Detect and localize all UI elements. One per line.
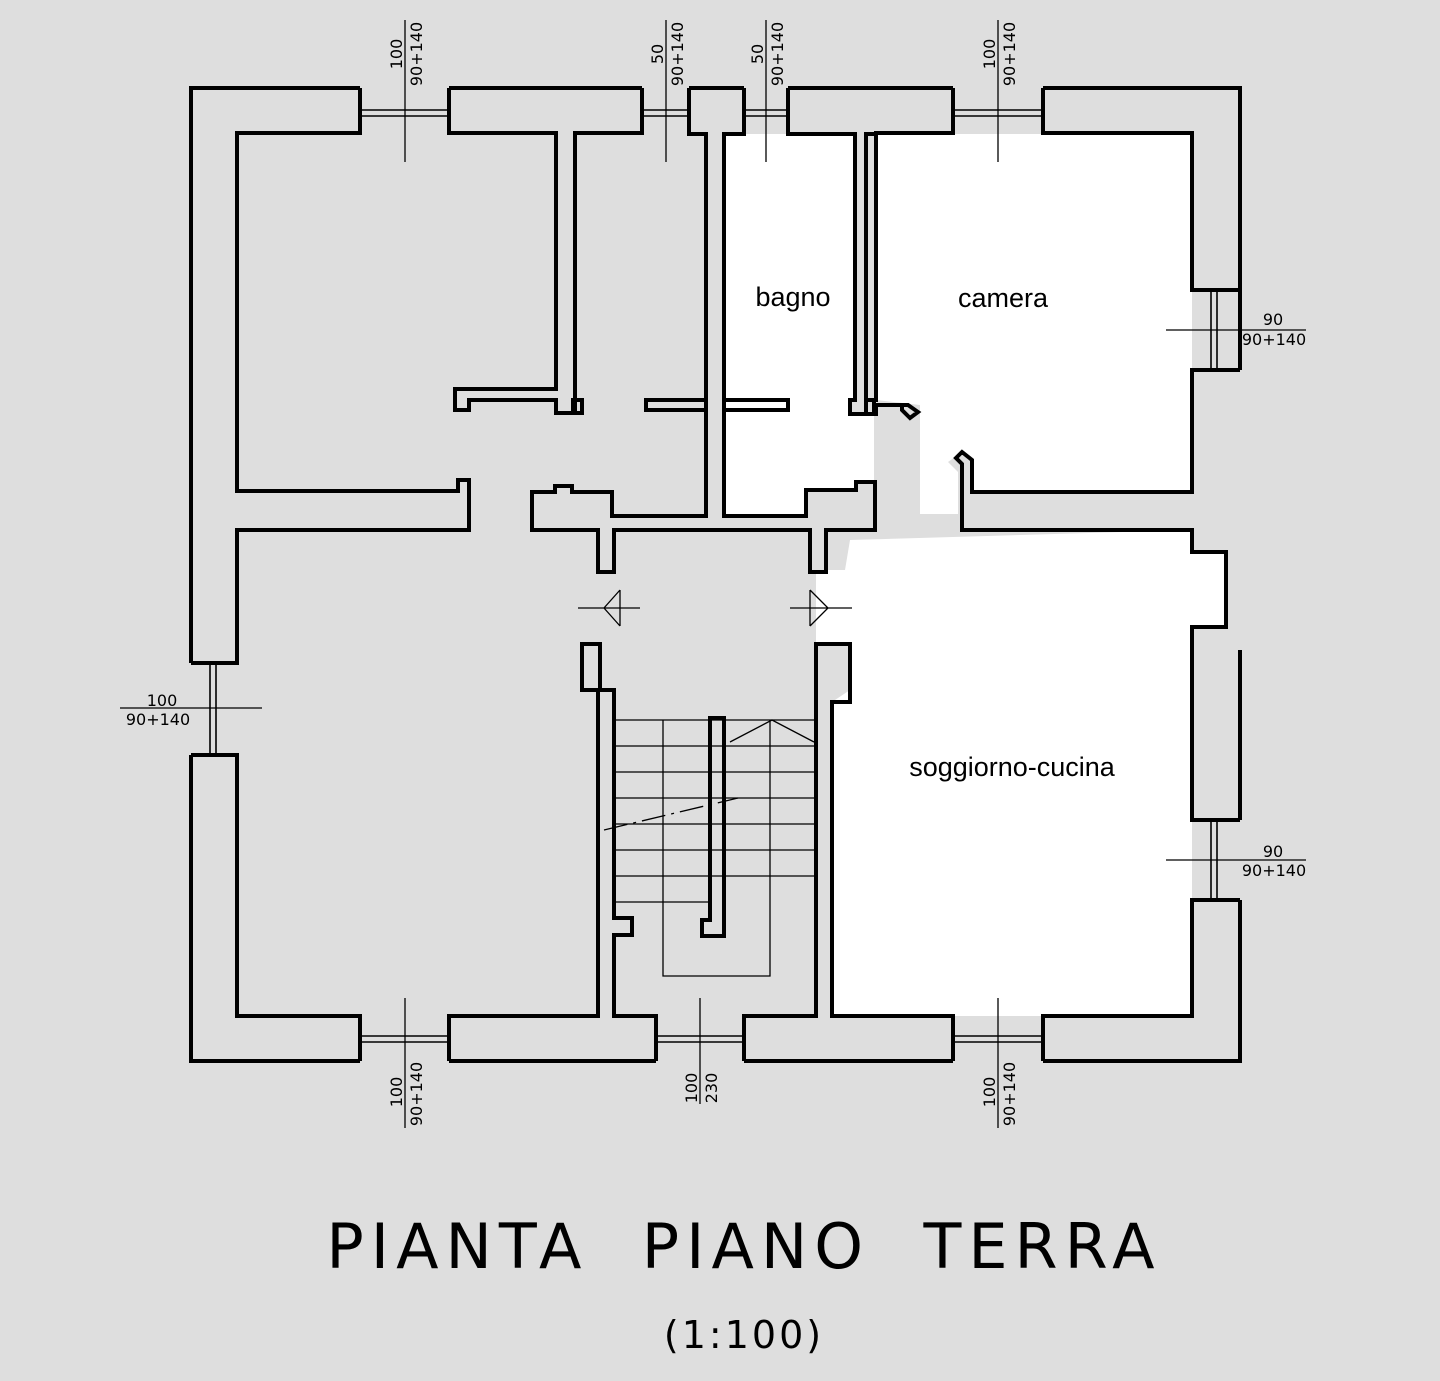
plan-scale: (1:100) (664, 1313, 824, 1357)
walls (189, 86, 1242, 1063)
room-labels: bagno camera soggiorno-cucina (755, 282, 1115, 782)
dim-right-1-width: 90 (1263, 310, 1283, 329)
dim-top-3-size: 90+140 (768, 22, 787, 86)
room-label-camera: camera (958, 283, 1049, 313)
dim-bottom-1-width: 100 (387, 1077, 406, 1108)
dim-right-2-size: 90+140 (1242, 861, 1306, 880)
dim-bottom-2-width: 100 (682, 1073, 701, 1104)
corridor-partition-left (644, 398, 708, 412)
dim-top-2-width: 50 (648, 44, 667, 64)
dim-bottom-3-width: 100 (980, 1077, 999, 1108)
corridor-partition-right (722, 398, 790, 412)
dim-top-2-size: 90+140 (668, 22, 687, 86)
dimension-texts: 100 90+140 50 90+140 50 90+140 100 90+14… (126, 22, 1306, 1126)
camera-fill (876, 134, 1192, 514)
bagno-fill (724, 134, 874, 516)
window-left-1 (209, 663, 217, 755)
dim-left-1-width: 100 (147, 691, 178, 710)
dim-right-2-width: 90 (1263, 842, 1283, 861)
room-fills (724, 134, 1226, 1016)
dim-top-1-size: 90+140 (407, 22, 426, 86)
dim-right-1-size: 90+140 (1242, 330, 1306, 349)
plan-title: PIANTA PIANO TERRA (326, 1210, 1161, 1283)
dim-top-1-width: 100 (387, 39, 406, 70)
dim-top-3-width: 50 (748, 44, 767, 64)
dimension-marks (120, 20, 1306, 1128)
dim-bottom-2-size: 230 (702, 1073, 721, 1104)
exterior-wall-outer (189, 86, 1242, 1063)
dim-left-1-size: 90+140 (126, 710, 190, 729)
stairs (603, 719, 816, 977)
dim-bottom-3-size: 90+140 (1000, 1062, 1019, 1126)
soggiorno-fill (816, 530, 1226, 1016)
room-label-bagno: bagno (755, 282, 830, 312)
dim-bottom-1-size: 90+140 (407, 1062, 426, 1126)
dim-top-4-width: 100 (980, 39, 999, 70)
stair-center-wall (700, 716, 726, 938)
room-label-soggiorno-cucina: soggiorno-cucina (909, 752, 1116, 782)
exterior-wall-top-inner (191, 88, 1240, 1061)
section-markers (578, 589, 852, 627)
dim-top-4-size: 90+140 (1000, 22, 1019, 86)
